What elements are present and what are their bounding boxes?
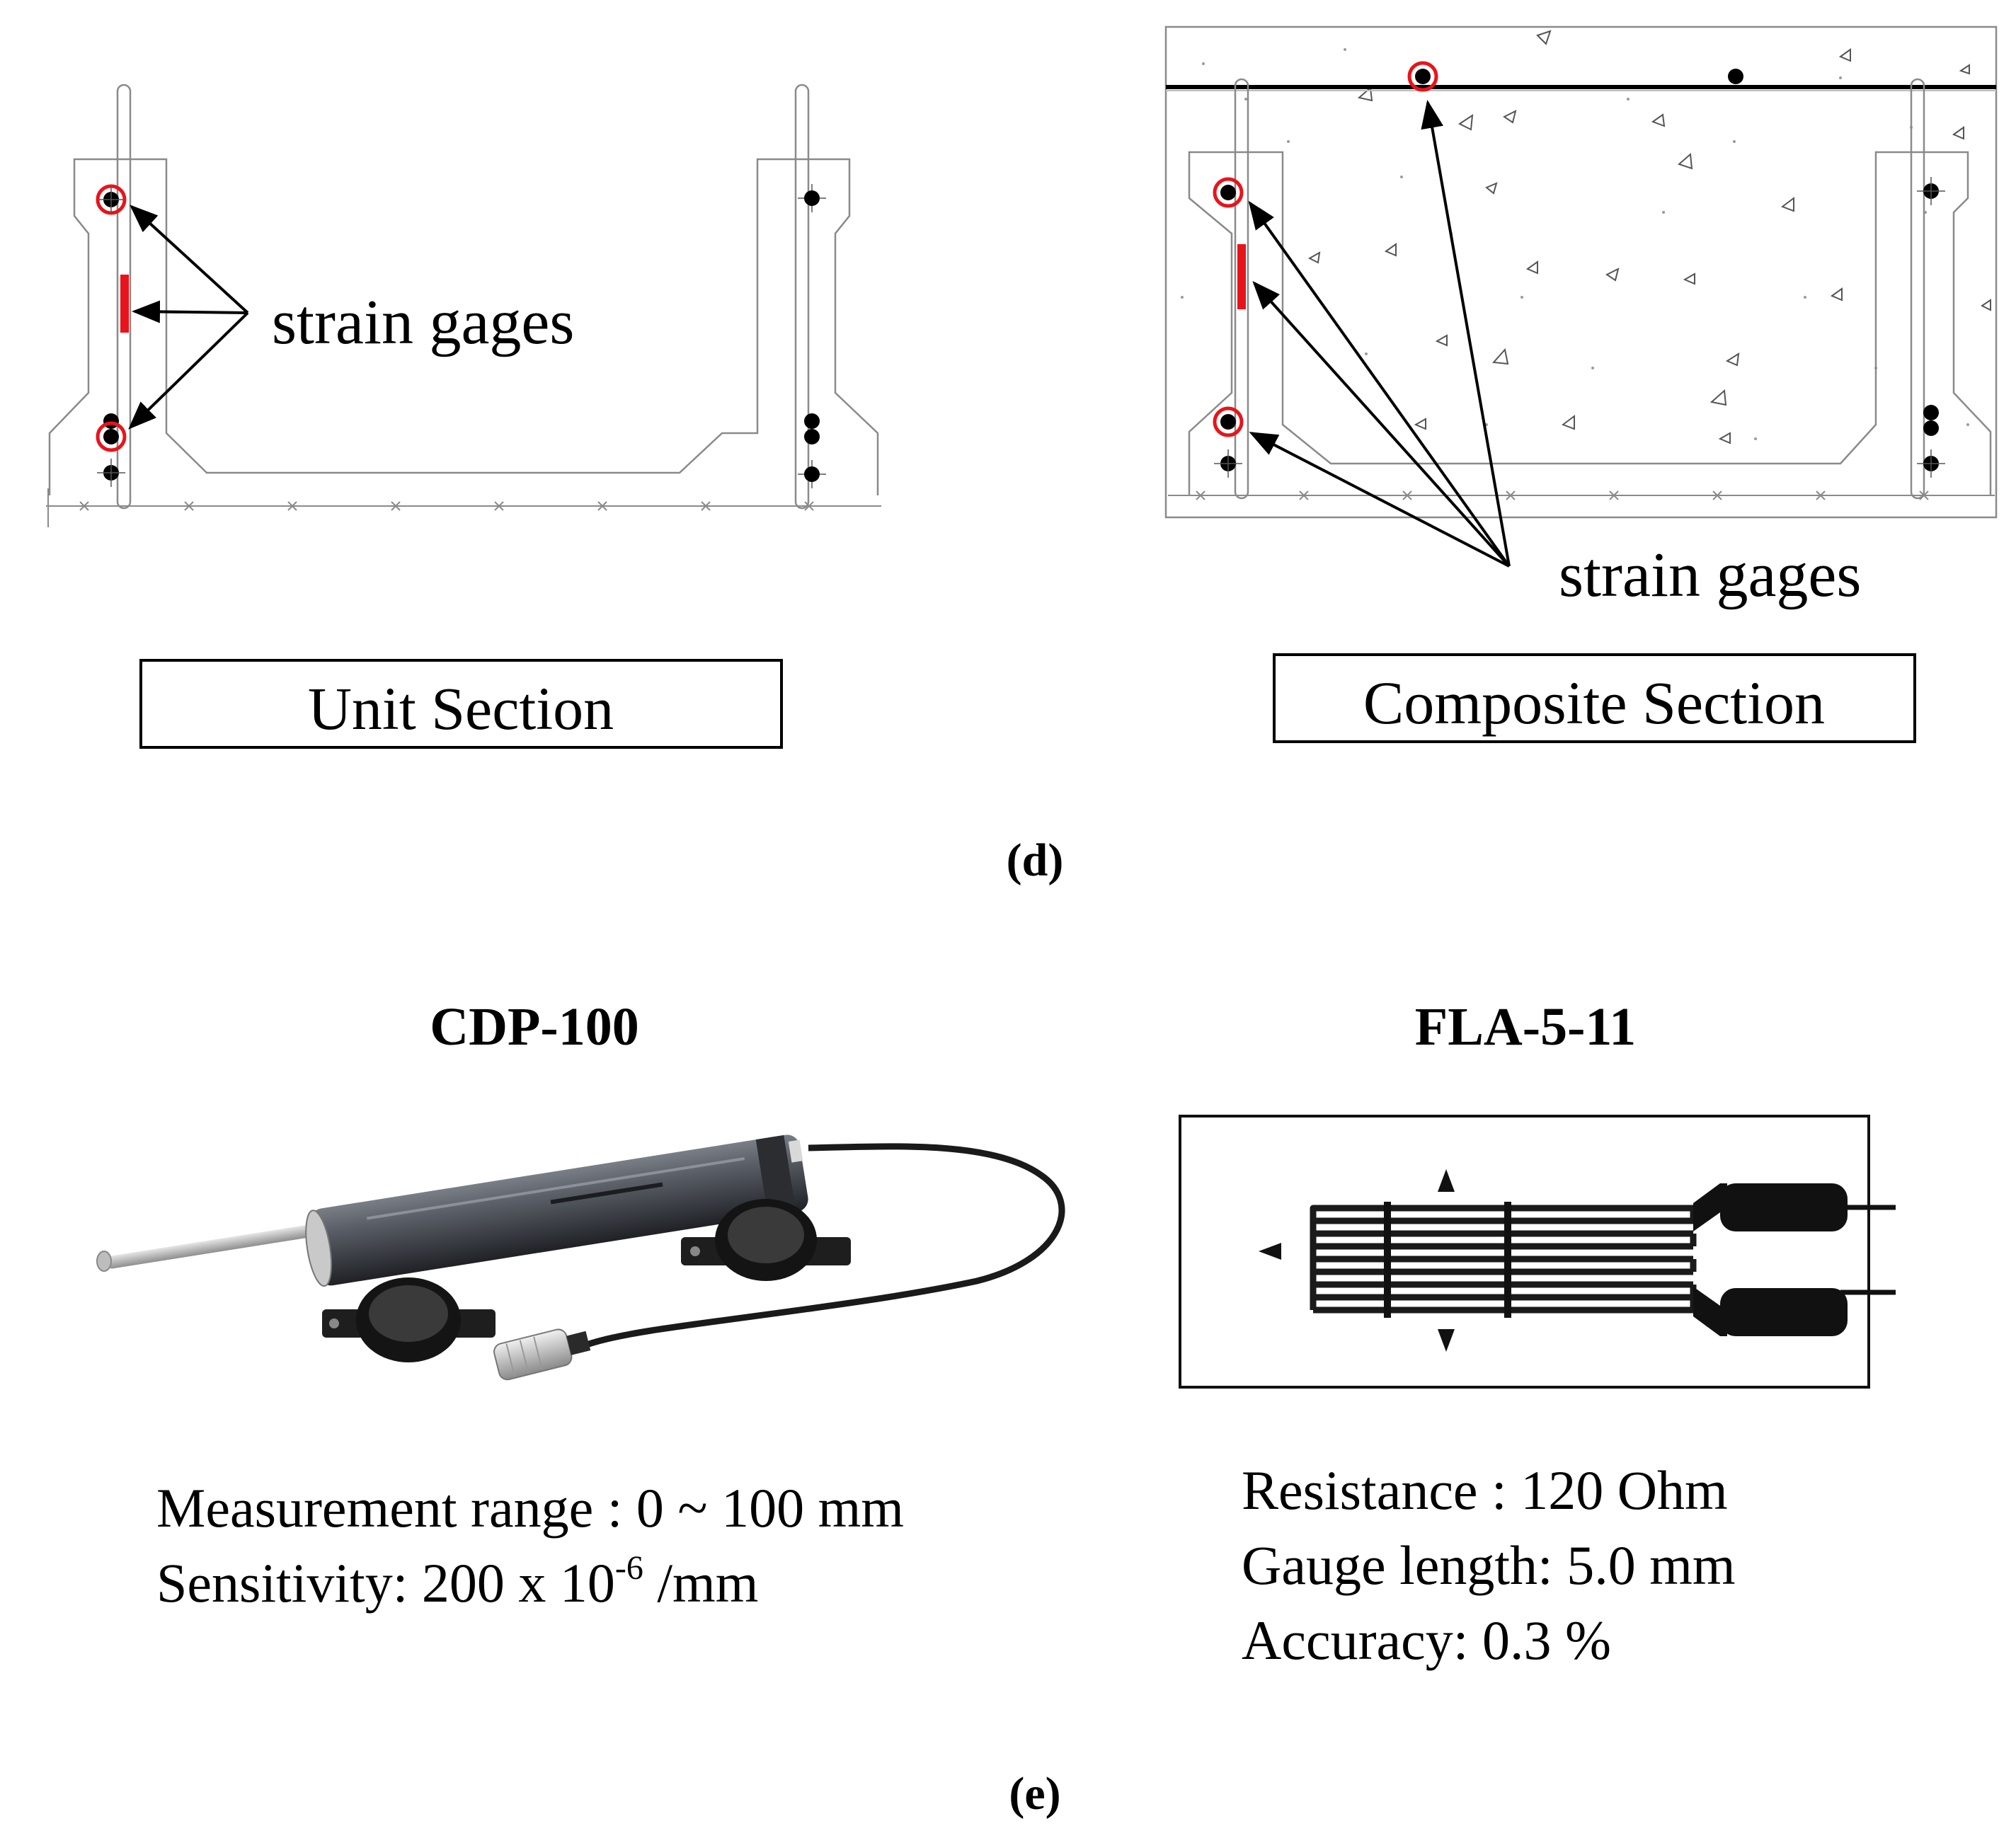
cdp100-specs: Measurement range : 0 ~ 100 mm Sensitivi… bbox=[156, 1471, 904, 1621]
composite-right-rebar-strip bbox=[1910, 78, 1925, 500]
composite-callout-label: strain gages bbox=[1559, 540, 1861, 610]
unit-section-diagram: strain gages Unit Section bbox=[46, 84, 881, 749]
fla511-spec-gauge-length: Gauge length: 5.0 mm bbox=[1242, 1534, 1736, 1596]
panel-e-caption: (e) bbox=[1009, 1768, 1060, 1820]
transducer-front-ring bbox=[305, 1210, 333, 1287]
gauge-tab-lower bbox=[1693, 1287, 1727, 1336]
fla511-spec-resistance: Resistance : 120 Ohm bbox=[1242, 1459, 1728, 1521]
transducer-probe-tip bbox=[96, 1251, 112, 1272]
gauge-frame bbox=[1179, 1115, 1870, 1389]
mount-clamp-right bbox=[681, 1199, 851, 1281]
unit-title: Unit Section bbox=[308, 674, 614, 742]
composite-base-x-marks bbox=[1196, 490, 1929, 500]
gauge-marker-top bbox=[1438, 1169, 1455, 1192]
transducer-cable bbox=[575, 1143, 1065, 1352]
unit-left-rebars bbox=[103, 192, 119, 481]
fla511-specs: Resistance : 120 Ohm Gauge length: 5.0 m… bbox=[1242, 1453, 1736, 1678]
unit-right-rebar-strip bbox=[794, 84, 810, 510]
transducer-slot bbox=[550, 1182, 663, 1205]
concrete-aggregate-marks bbox=[1307, 30, 1991, 444]
composite-callout-arrows bbox=[1248, 100, 1511, 568]
cdp100-transducer-illustration bbox=[96, 1135, 1065, 1381]
gauge-marker-bottom bbox=[1438, 1329, 1455, 1352]
unit-right-rebars bbox=[804, 190, 820, 482]
gauge-tab-upper bbox=[1693, 1183, 1727, 1231]
fla511-title: FLA-5-11 bbox=[1415, 997, 1636, 1057]
unit-left-rebar-strip bbox=[116, 84, 132, 510]
cdp100-sensitivity-exponent: -6 bbox=[614, 1549, 643, 1587]
composite-slab-outline bbox=[1164, 25, 1998, 519]
composite-gage-circle-top bbox=[1213, 177, 1244, 208]
composite-rebar-crosshairs bbox=[1214, 177, 1945, 478]
composite-title: Composite Section bbox=[1363, 669, 1825, 737]
transducer-label-plate bbox=[788, 1139, 803, 1163]
composite-girder-outline bbox=[1188, 151, 1992, 495]
composite-title-box bbox=[1273, 653, 1916, 743]
composite-left-rebar-strip bbox=[1234, 78, 1249, 500]
unit-base-x-marks bbox=[79, 501, 814, 511]
unit-callout-arrows bbox=[128, 205, 249, 430]
fla511-strain-gauge-illustration bbox=[1179, 1115, 1896, 1389]
cdp100-sensitivity-base: Sensitivity: 200 x 10 bbox=[156, 1552, 615, 1614]
mount-clamp-left bbox=[322, 1277, 496, 1362]
gauge-marker-left bbox=[1259, 1243, 1281, 1260]
gauge-lead-pad-upper bbox=[1720, 1183, 1848, 1231]
gauge-alignment-marks bbox=[1384, 1202, 1511, 1318]
composite-gage-circle-slab bbox=[1407, 61, 1438, 92]
unit-section-outline bbox=[48, 158, 879, 495]
transducer-probe-rod bbox=[107, 1224, 318, 1269]
gauge-lead-pad-lower bbox=[1720, 1288, 1848, 1336]
unit-gage-strip bbox=[120, 275, 129, 333]
transducer-end-cap bbox=[755, 1135, 796, 1217]
unit-title-box bbox=[139, 659, 783, 749]
unit-callout-label: strain gages bbox=[272, 287, 574, 357]
unit-gage-circle-top bbox=[96, 184, 127, 215]
transducer-body bbox=[310, 1135, 808, 1286]
unit-base-line bbox=[46, 488, 881, 527]
composite-section-diagram: strain gages Composite Section bbox=[1164, 25, 1998, 743]
cdp100-spec-sensitivity: Sensitivity: 200 x 10-6 /mm bbox=[156, 1546, 904, 1621]
fla511-spec-accuracy: Accuracy: 0.3 % bbox=[1242, 1609, 1611, 1671]
gauge-grid bbox=[1310, 1205, 1697, 1314]
unit-gage-circle-bottom bbox=[96, 421, 127, 452]
cdp100-sensitivity-unit: /mm bbox=[643, 1552, 759, 1614]
cable-connector bbox=[493, 1328, 591, 1381]
cdp100-spec-range: Measurement range : 0 ~ 100 mm bbox=[156, 1477, 904, 1539]
panel-d-caption: (d) bbox=[1007, 834, 1064, 886]
composite-gage-circle-bottom bbox=[1213, 406, 1244, 437]
transducer-highlight bbox=[367, 1157, 745, 1220]
composite-gage-strip bbox=[1237, 244, 1246, 309]
cdp100-title: CDP-100 bbox=[430, 997, 639, 1057]
